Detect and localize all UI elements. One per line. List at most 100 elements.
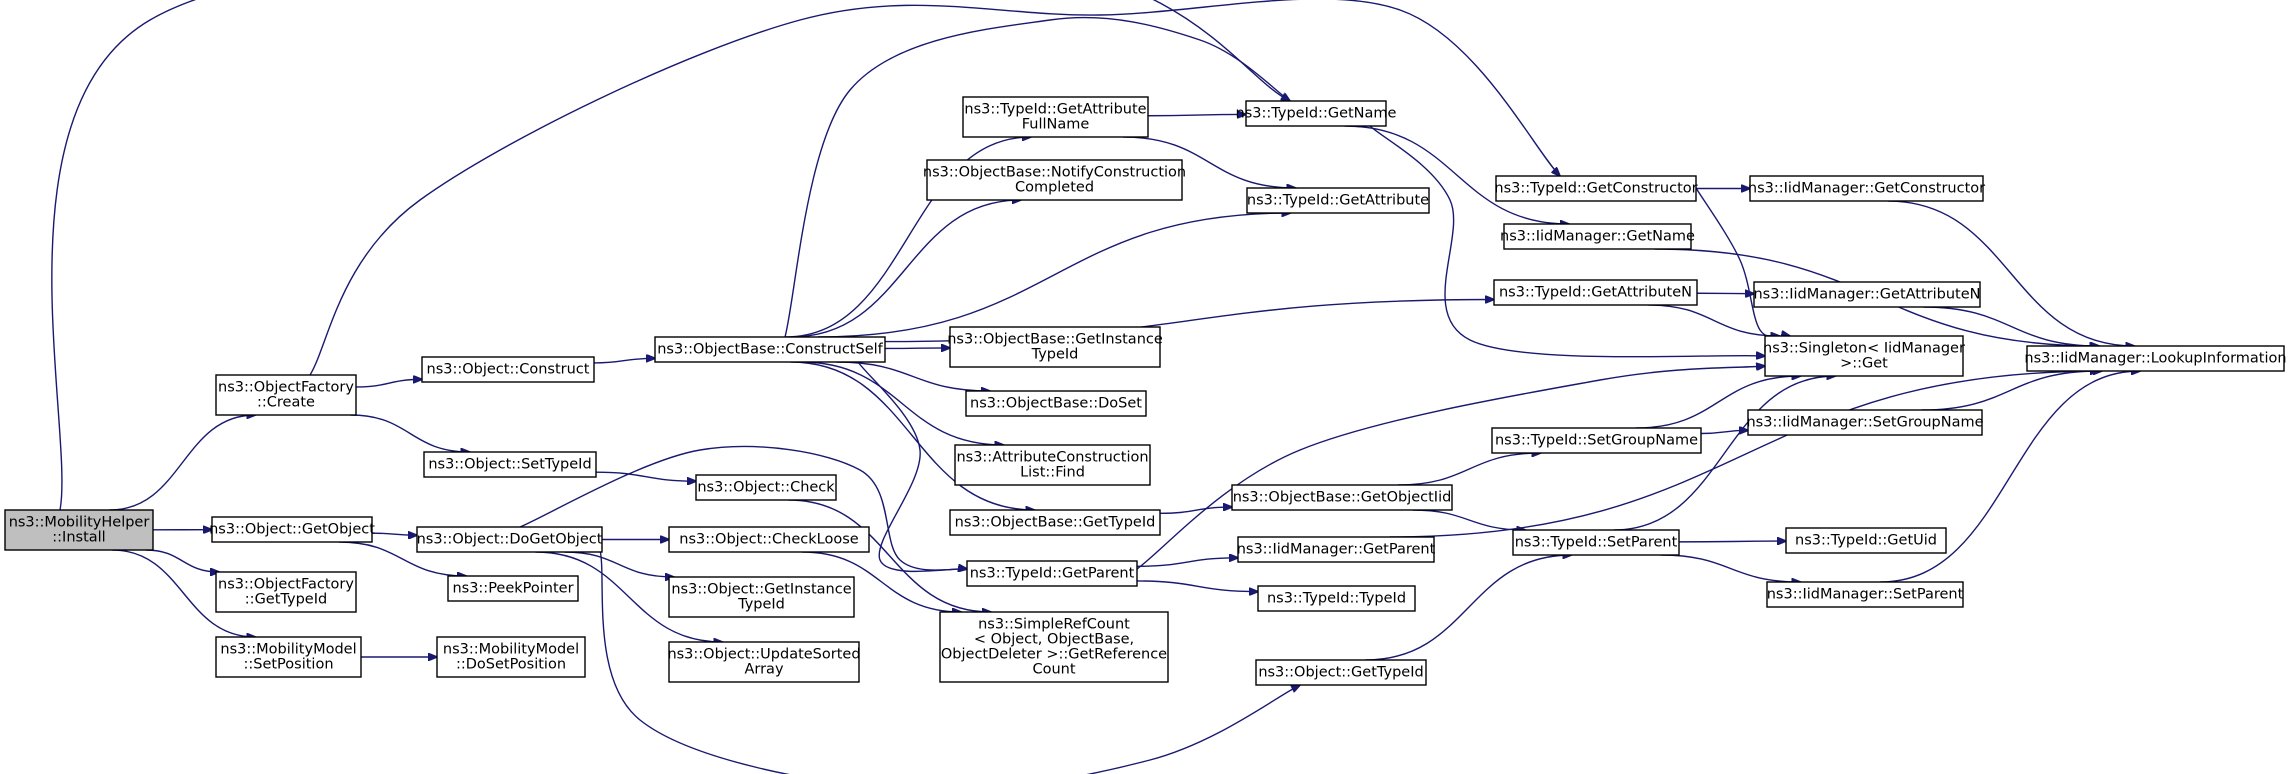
edge-of_create-to-tid_getconstructor (309, 0, 1560, 376)
node-iid-getattributen[interactable]: ns3::IidManager::GetAttributeN (1753, 281, 1981, 308)
node-tid-setparent[interactable]: ns3::TypeId::SetParent (1512, 529, 1680, 556)
node-label: ns3::Object::GetObject (209, 522, 375, 538)
node-box (668, 641, 860, 683)
edge-line (145, 549, 219, 572)
node-iid-lookupinformation[interactable]: ns3::IidManager::LookupInformation (2024, 345, 2287, 372)
edge-line (1923, 306, 2099, 346)
edge-iid_getparent-to-iid_lookupinformation (1389, 371, 2102, 538)
node-box (1491, 427, 1702, 454)
edge-line (1695, 187, 1790, 337)
node-simplerefcount[interactable]: ns3::SimpleRefCount< Object, ObjectBase,… (939, 611, 1169, 683)
node-mm-dosetposition[interactable]: ns3::MobilityModel::DoSetPosition (436, 636, 586, 678)
edge-line (1344, 125, 1569, 224)
edge-line (1700, 430, 1748, 433)
edge-line (1159, 507, 1232, 515)
node-iid-setparent[interactable]: ns3::IidManager::SetParent (1766, 581, 1964, 608)
node-iid-getname[interactable]: ns3::IidManager::GetName (1500, 223, 1695, 250)
node-label: ns3::TypeId::GetUid (1795, 533, 1937, 549)
node-box (215, 636, 362, 678)
node-ob-constructself[interactable]: ns3::ObjectBase::ConstructSelf (654, 336, 886, 363)
node-tid-getuid[interactable]: ns3::TypeId::GetUid (1785, 527, 1947, 554)
node-obj-gettypeid[interactable]: ns3::Object::GetTypeId (1255, 659, 1427, 686)
node-label: ns3::Object::UpdateSorted (667, 647, 860, 663)
edge-line (884, 348, 950, 349)
node-obj-construct[interactable]: ns3::Object::Construct (421, 356, 595, 383)
node-label: ns3::Singleton< IidManager (1763, 341, 1965, 357)
edge-iid_setparent-to-iid_lookupinformation (1880, 371, 2140, 583)
node-label: ns3::Object::GetInstance (671, 582, 851, 598)
edge-tid_setparent-to-singleton_get (1613, 376, 1835, 531)
node-label: ns3::Object::DoGetObject (417, 532, 603, 548)
edge-install-to-of_gettypeid (145, 549, 219, 572)
node-box (421, 356, 595, 383)
node-obj-checkloose[interactable]: ns3::Object::CheckLoose (668, 526, 870, 553)
node-label: ns3::ObjectBase::DoSet (970, 396, 1142, 412)
edge-line (788, 499, 991, 612)
node-label: ns3::MobilityHelper (9, 515, 150, 531)
node-ob-doset[interactable]: ns3::ObjectBase::DoSet (965, 390, 1147, 417)
node-tid-getconstructor[interactable]: ns3::TypeId::GetConstructor (1494, 175, 1698, 202)
node-obj-settypeid[interactable]: ns3::Object::SetTypeId (423, 451, 597, 478)
node-ob-getobjectiid[interactable]: ns3::ObjectBase::GetObjectIid (1231, 484, 1453, 511)
node-label: ns3::Object::Construct (427, 362, 590, 378)
node-box (1257, 585, 1416, 612)
edge-iid_setgroupname-to-iid_lookupinformation (1921, 371, 2099, 411)
node-peekpointer[interactable]: ns3::PeekPointer (447, 575, 579, 602)
edge-line (350, 414, 469, 452)
node-iid-setgroupname[interactable]: ns3::IidManager::SetGroupName (1746, 409, 1984, 436)
node-obj-dogetobject[interactable]: ns3::Object::DoGetObject (416, 526, 603, 553)
edge-ob_constructself-to-attrconstruction_find (800, 361, 1004, 445)
node-install[interactable]: ns3::MobilityHelper::Install (4, 509, 154, 551)
edge-ob_constructself-to-tid_getattrfullname (785, 137, 1031, 338)
node-of-create[interactable]: ns3::ObjectFactory::Create (215, 374, 357, 416)
node-mm-setposition[interactable]: ns3::MobilityModel::SetPosition (215, 636, 362, 678)
node-label: ns3::MobilityModel (220, 642, 356, 658)
node-label: ns3::TypeId::GetName (1236, 106, 1397, 122)
node-tid-setgroupname[interactable]: ns3::TypeId::SetGroupName (1491, 427, 1702, 454)
edge-line (1397, 453, 1541, 486)
node-label: Array (744, 662, 783, 678)
node-obj-getobject[interactable]: ns3::Object::GetObject (209, 516, 375, 543)
node-tid-getattribute[interactable]: ns3::TypeId::GetAttribute (1246, 187, 1430, 214)
node-box (215, 571, 357, 613)
edge-line (593, 358, 655, 364)
edge-line (857, 361, 967, 571)
node-box (1503, 223, 1692, 250)
node-label: >::Get (1840, 356, 1888, 372)
edge-tid_getconstructor-to-singleton_get (1695, 187, 1790, 337)
node-box (423, 451, 597, 478)
node-label: ns3::ObjectBase::GetTypeId (955, 515, 1156, 531)
node-tid-getattributen[interactable]: ns3::TypeId::GetAttributeN (1493, 279, 1698, 306)
edge-obj_check-to-simplerefcount (788, 499, 991, 612)
node-of-gettypeid[interactable]: ns3::ObjectFactory::GetTypeId (215, 571, 357, 613)
node-label: ns3::IidManager::GetParent (1237, 542, 1436, 558)
node-tid-typeid[interactable]: ns3::TypeId::TypeId (1257, 585, 1416, 612)
node-tid-getname[interactable]: ns3::TypeId::GetName (1236, 100, 1397, 127)
edge-install-to-tid_getname (51, 0, 1290, 511)
node-ob-gettypeid[interactable]: ns3::ObjectBase::GetTypeId (949, 509, 1161, 536)
node-label: ns3::ObjectFactory (218, 380, 354, 396)
node-label: ns3::TypeId::GetParent (970, 566, 1135, 582)
edge-line (1123, 136, 1296, 188)
node-label: ns3::MobilityModel (443, 642, 579, 658)
node-iid-getparent[interactable]: ns3::IidManager::GetParent (1237, 536, 1436, 563)
node-singleton-get[interactable]: ns3::Singleton< IidManager>::Get (1763, 335, 1965, 377)
node-tid-getparent[interactable]: ns3::TypeId::GetParent (966, 560, 1138, 587)
node-obj-check[interactable]: ns3::Object::Check (695, 474, 837, 501)
node-ob-notifyconstruction[interactable]: ns3::ObjectBase::NotifyConstructionCompl… (923, 159, 1186, 201)
node-iid-getconstructor[interactable]: ns3::IidManager::GetConstructor (1748, 175, 1985, 202)
edge-line (784, 16, 1290, 338)
edge-line (535, 551, 722, 642)
node-label: ns3::IidManager::GetName (1500, 229, 1695, 245)
node-label: ::GetTypeId (245, 592, 327, 608)
node-box (966, 560, 1138, 587)
node-label: ns3::PeekPointer (452, 581, 573, 597)
edge-tid_getattrfullname-to-tid_getname (1147, 114, 1246, 115)
node-label: ns3::IidManager::SetGroupName (1746, 415, 1983, 431)
